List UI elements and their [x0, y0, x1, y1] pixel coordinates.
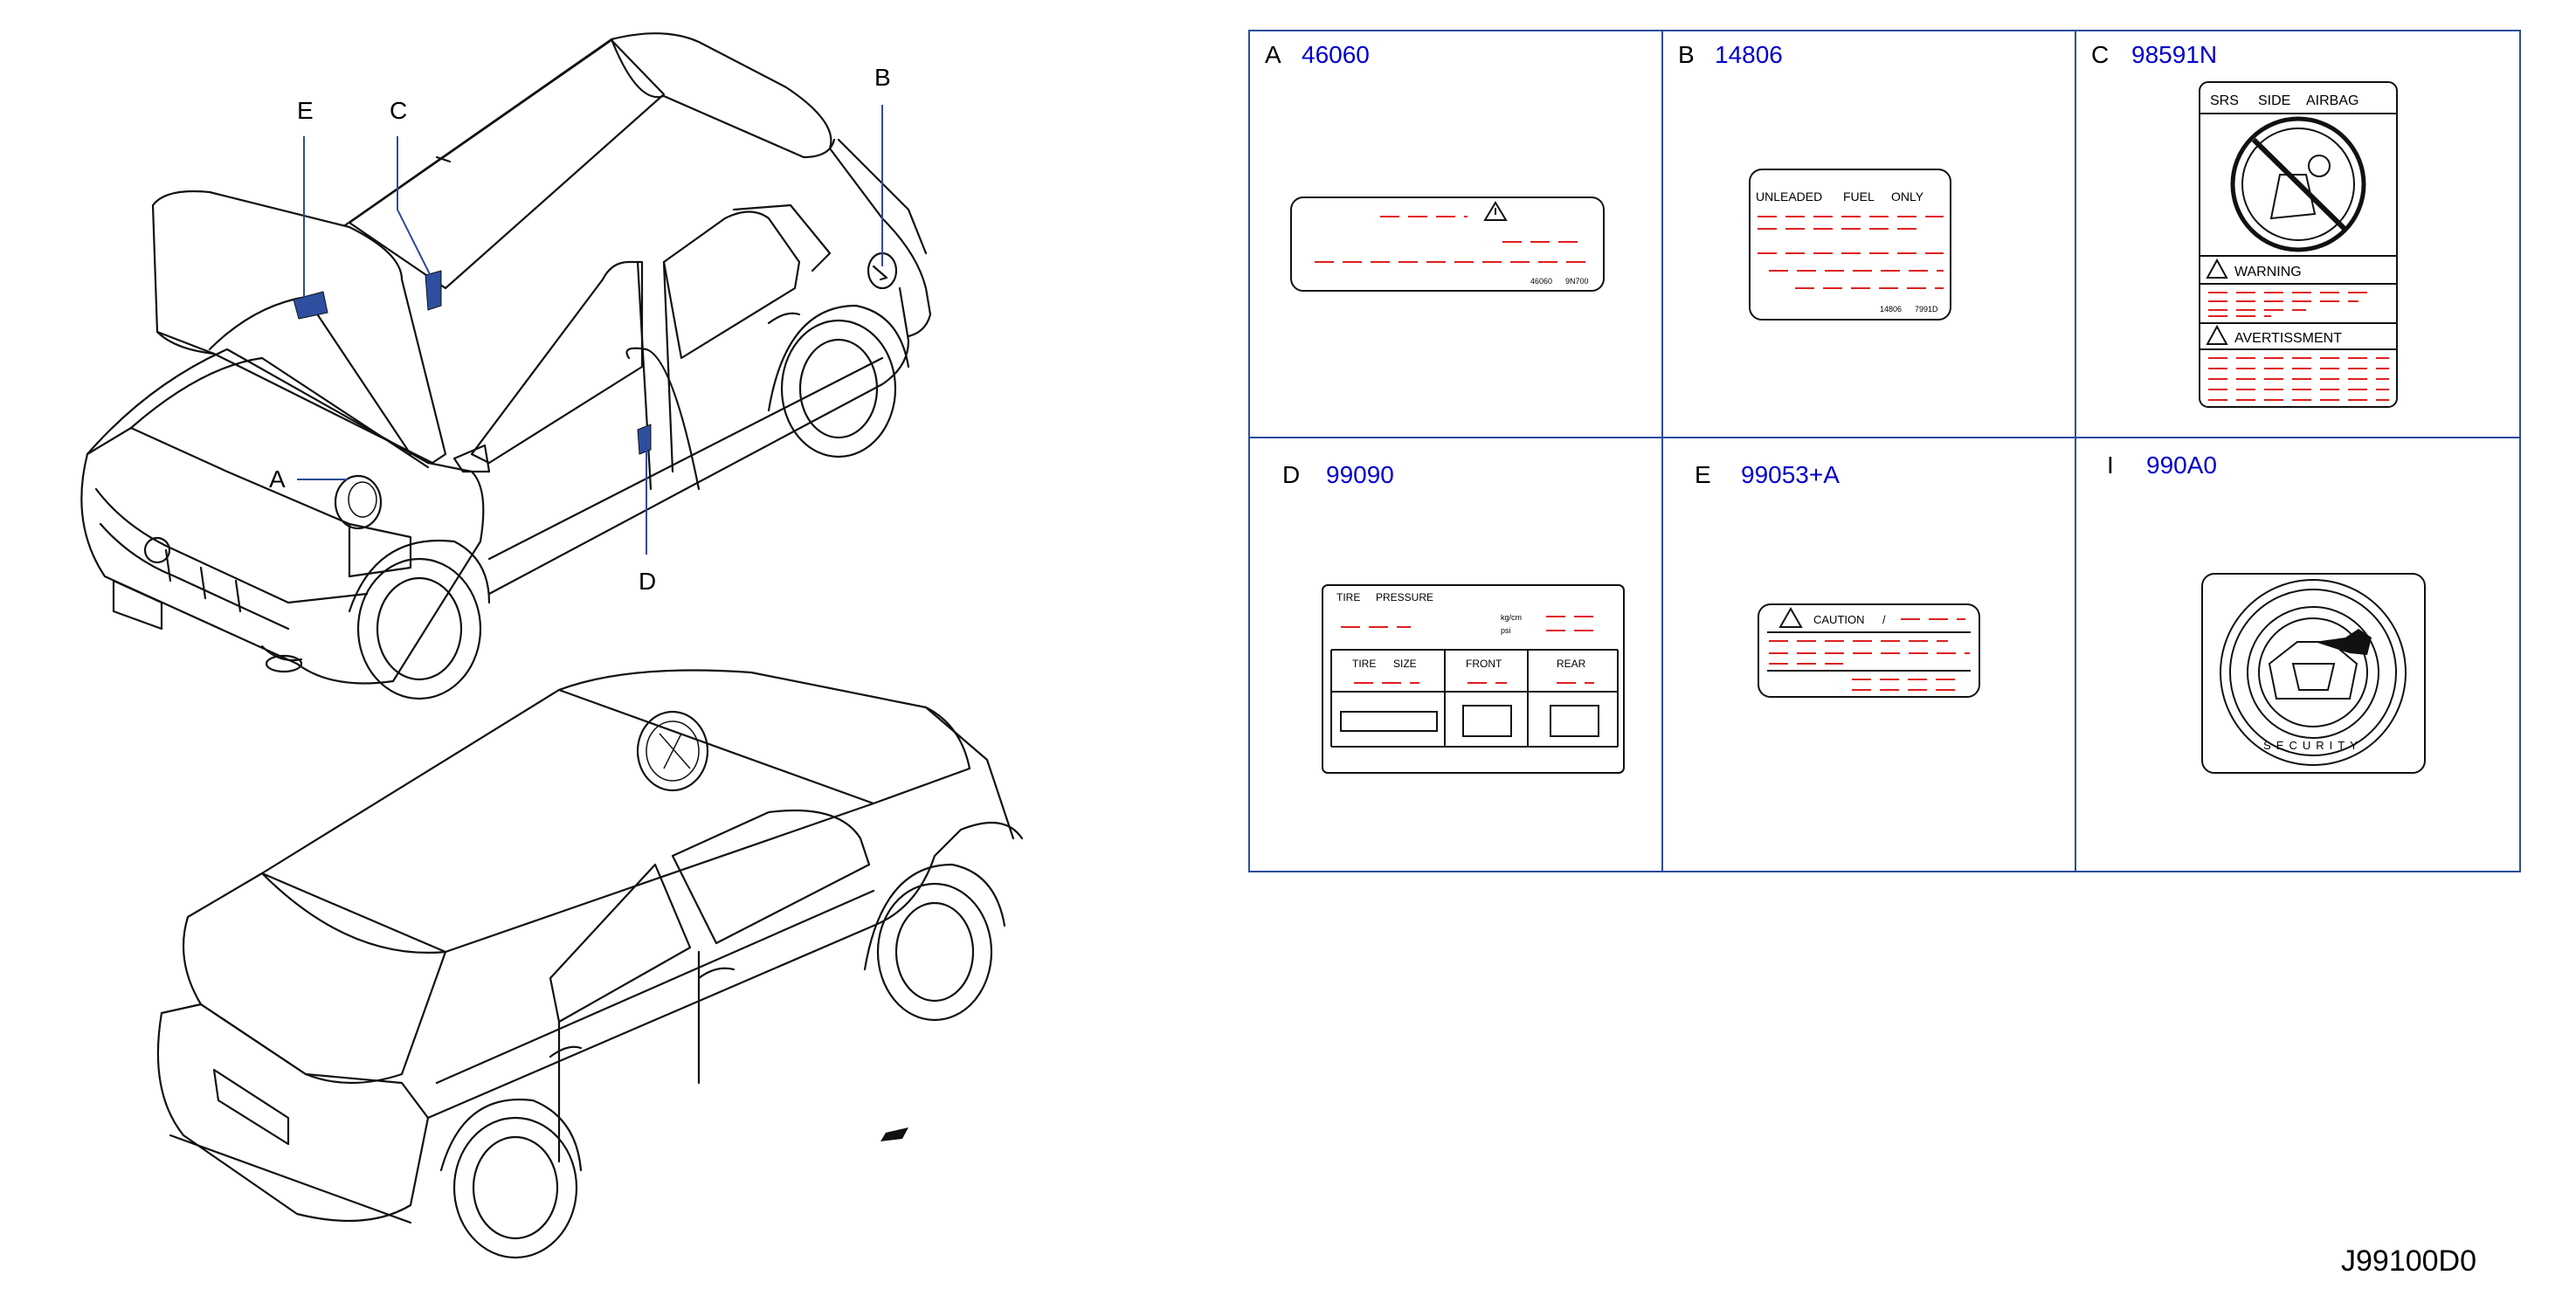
label-b-word-3: ONLY [1891, 190, 1924, 203]
label-d-front: FRONT [1466, 658, 1502, 670]
cell-b-part-number: 14806 [1715, 41, 1783, 68]
callout-b: B [874, 64, 891, 91]
label-a: 46060 9N700 [1290, 196, 1605, 292]
car-front-view [80, 32, 932, 700]
warning-triangle-icon [2206, 324, 2228, 345]
small-part-icon [881, 1127, 908, 1141]
security-badge-icon [2220, 579, 2407, 766]
label-e-caution: CAUTION [1813, 613, 1865, 626]
label-c: SRS SIDE AIRBAG WARNING AVERTISSMENT [2199, 81, 2398, 408]
label-c-word-1: SRS [2210, 93, 2239, 108]
label-b-code-1: 14806 [1880, 305, 1902, 314]
label-a-code-2: 9N700 [1565, 277, 1589, 286]
label-d-unit-2: psi [1501, 626, 1511, 635]
label-e-slash: / [1882, 613, 1886, 626]
label-b-word-2: FUEL [1843, 190, 1875, 203]
warning-triangle-icon [1778, 606, 1803, 628]
cell-d-part-number: 99090 [1326, 461, 1394, 488]
cell-i-letter: I [2107, 452, 2114, 479]
label-c-word-3: AIRBAG [2306, 93, 2358, 108]
cell-c-letter: C [2091, 41, 2109, 68]
label-d-tiresize-2: SIZE [1393, 658, 1417, 670]
warning-triangle-icon [2206, 258, 2228, 279]
cell-i-part-number: 990A0 [2146, 452, 2217, 479]
no-child-seat-icon [2230, 116, 2366, 252]
label-d-unit-1: kg/cm [1501, 613, 1522, 622]
label-b-word-1: UNLEADED [1756, 190, 1822, 203]
cell-a-letter: A [1265, 41, 1281, 68]
label-c-word-2: SIDE [2258, 93, 2290, 108]
label-d-title-1: TIRE [1336, 591, 1360, 603]
label-grid [1248, 30, 2521, 872]
callout-e: E [297, 97, 314, 124]
warning-triangle-icon [1483, 201, 1508, 221]
car-rear-view [156, 669, 1024, 1259]
cell-c-part-number: 98591N [2131, 41, 2217, 68]
label-b: UNLEADED FUEL ONLY 14806 7991D [1749, 169, 1951, 321]
callout-a: A [269, 465, 286, 493]
cell-e-letter: E [1695, 461, 1711, 488]
label-a-code-1: 46060 [1530, 277, 1552, 286]
label-e: CAUTION / [1758, 603, 1980, 698]
callout-c: C [390, 97, 407, 124]
cell-d-letter: D [1282, 461, 1300, 488]
label-c-warning: WARNING [2234, 265, 2302, 279]
cell-e-part-number: 99053+A [1741, 461, 1840, 488]
label-c-avertissment: AVERTISSMENT [2234, 331, 2342, 346]
label-i-security: SECURITY [2263, 739, 2363, 752]
label-d: TIRE PRESSURE kg/cm psi TIRE SIZE FRONT … [1322, 584, 1625, 774]
label-i: SECURITY [2201, 573, 2426, 774]
cell-b-letter: B [1678, 41, 1695, 68]
label-d-title-2: PRESSURE [1376, 591, 1433, 603]
label-d-tiresize-1: TIRE [1352, 658, 1376, 670]
callout-leaders [297, 105, 883, 555]
label-d-rear: REAR [1557, 658, 1586, 670]
callout-d: D [639, 568, 656, 595]
diagram-reference-id: J99100D0 [2341, 1244, 2476, 1278]
label-b-code-2: 7991D [1915, 305, 1938, 314]
cell-a-part-number: 46060 [1302, 41, 1370, 68]
